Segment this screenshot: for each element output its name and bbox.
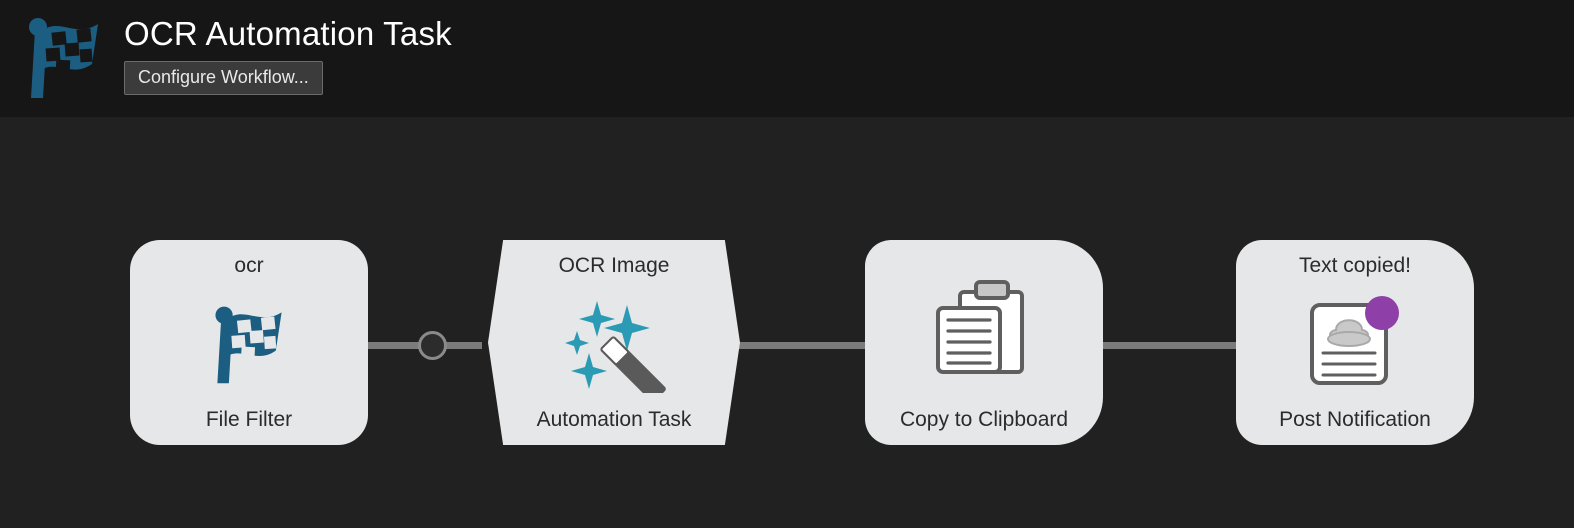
notification-card-icon	[1244, 279, 1466, 407]
workflow-node-file-filter[interactable]: ocr	[130, 240, 368, 445]
node-label: Post Notification	[1279, 408, 1431, 431]
workflow-node-automation-task[interactable]: OCR Image	[488, 240, 740, 445]
checkered-flag-icon	[138, 279, 360, 407]
workflow-node-copy-to-clipboard[interactable]: Copy to Clipboard	[865, 240, 1103, 445]
workflow-node-post-notification[interactable]: Text copied!	[1236, 240, 1474, 445]
node-label: Automation Task	[536, 408, 692, 431]
magic-wand-sparkles-icon	[496, 279, 732, 407]
node-title: ocr	[234, 254, 264, 277]
clipboard-icon	[873, 253, 1095, 407]
header-text-group: OCR Automation Task Configure Workflow..…	[124, 12, 452, 95]
checkered-flag-icon	[16, 8, 112, 104]
page-title: OCR Automation Task	[124, 15, 452, 52]
connector-clipboard-to-notification	[1100, 342, 1240, 349]
node-title: Text copied!	[1298, 254, 1412, 277]
header-bar: OCR Automation Task Configure Workflow..…	[0, 0, 1574, 117]
node-label: File Filter	[205, 408, 293, 431]
connector-dot[interactable]	[418, 331, 447, 360]
node-title: OCR Image	[558, 254, 670, 277]
node-label: Copy to Clipboard	[899, 408, 1069, 431]
connector-automation-to-clipboard	[738, 342, 868, 349]
workflow-canvas: ocr	[0, 117, 1574, 528]
configure-workflow-button[interactable]: Configure Workflow...	[124, 61, 323, 95]
